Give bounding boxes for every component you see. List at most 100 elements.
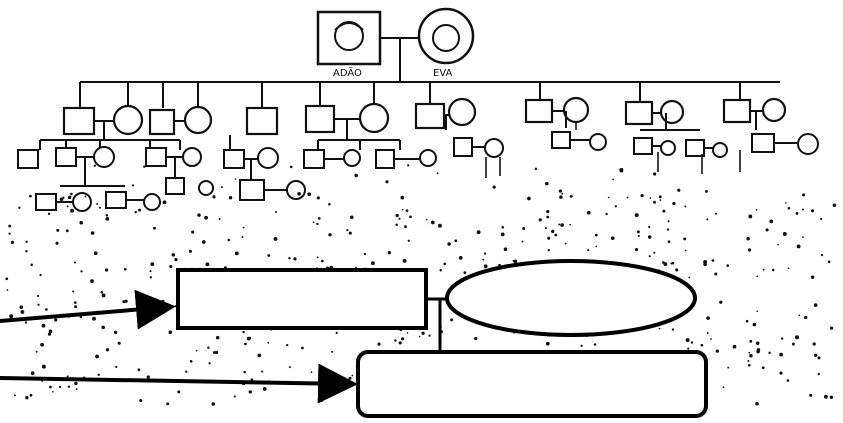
descendant-dot xyxy=(798,315,800,317)
descendant-dot xyxy=(42,365,46,369)
descendant-dot xyxy=(706,218,708,220)
descendant-dot xyxy=(143,166,145,168)
descendant-dot xyxy=(48,213,50,215)
generation-3 xyxy=(36,178,305,211)
descendant-dot xyxy=(421,332,424,335)
descendant-dot xyxy=(62,197,64,199)
person-answer-box[interactable] xyxy=(178,270,426,328)
descendant-dot xyxy=(105,268,108,271)
descendant-dot xyxy=(401,337,404,340)
descendant-dot xyxy=(748,364,751,367)
root-couple: ADÃO EVA xyxy=(318,9,473,82)
spouse-answer-oval[interactable] xyxy=(447,261,695,335)
person-circle xyxy=(713,143,727,157)
descendant-dot xyxy=(688,277,690,279)
person-circle xyxy=(763,99,785,121)
descendant-dot xyxy=(90,279,94,283)
descendant-dot xyxy=(659,195,662,198)
descendant-dot xyxy=(809,394,812,397)
descendant-dot xyxy=(686,338,690,342)
descendant-dot xyxy=(396,214,399,217)
descendant-dot xyxy=(244,343,247,346)
descendant-dot xyxy=(796,212,799,215)
descendant-dot xyxy=(288,257,290,259)
descendant-dot xyxy=(659,328,661,330)
descendant-dot xyxy=(437,172,439,174)
adam-portrait-square xyxy=(318,12,380,64)
descendant-dot xyxy=(482,259,484,261)
child-answer-box[interactable] xyxy=(358,352,706,416)
descendant-dot xyxy=(522,227,525,230)
descendant-dot xyxy=(701,344,704,347)
descendant-dot xyxy=(166,402,169,405)
descendant-dot xyxy=(290,166,293,169)
descendant-dot xyxy=(105,217,109,221)
descendant-dot xyxy=(802,193,805,196)
descendant-dot xyxy=(535,168,537,170)
descendant-dot xyxy=(14,394,16,396)
descendant-dot xyxy=(484,252,486,254)
descendant-dot xyxy=(234,395,236,397)
descendant-dot xyxy=(802,209,804,211)
descendant-dot xyxy=(247,337,251,341)
descendant-dot xyxy=(36,351,38,353)
descendant-dot xyxy=(327,372,329,374)
descendant-dot xyxy=(122,300,125,303)
descendant-dot xyxy=(763,269,765,271)
descendant-dot xyxy=(635,248,638,251)
descendant-dot xyxy=(580,345,582,347)
descendant-dot xyxy=(191,231,194,234)
descendant-dot xyxy=(560,223,564,227)
descendant-dot xyxy=(321,371,323,373)
descendant-dot xyxy=(150,270,152,272)
person-square xyxy=(752,134,774,152)
descendant-dot xyxy=(527,197,531,201)
descendant-dot xyxy=(504,247,508,251)
generation-1-marriages xyxy=(40,111,763,150)
descendant-dot xyxy=(820,218,822,220)
descendant-dot xyxy=(267,342,269,344)
descendant-dot xyxy=(512,260,514,262)
descendant-dot xyxy=(747,360,749,362)
descendant-dot xyxy=(94,251,98,255)
descendant-dot xyxy=(55,242,58,245)
descendant-dot xyxy=(388,251,391,254)
descendant-dot xyxy=(783,232,787,236)
descendant-dot xyxy=(547,237,550,240)
person-square xyxy=(304,150,324,168)
descendant-dot xyxy=(408,240,410,242)
descendant-dot xyxy=(11,241,14,244)
descendant-dot xyxy=(185,371,187,373)
descendant-dot xyxy=(404,225,407,228)
descendant-dot xyxy=(501,233,505,237)
descendant-dot xyxy=(221,186,223,188)
descendant-dot xyxy=(72,291,74,293)
person-circle xyxy=(183,148,201,166)
descendant-dot xyxy=(9,314,13,318)
descendant-dot xyxy=(438,224,442,228)
descendant-dot xyxy=(653,252,655,254)
person-square xyxy=(634,138,652,154)
descendant-dot xyxy=(477,230,481,234)
descendant-dot xyxy=(705,190,708,193)
descendant-dot xyxy=(197,213,201,217)
descendant-dot xyxy=(753,323,757,327)
descendant-dot xyxy=(328,203,331,206)
descendant-dot xyxy=(25,321,27,323)
descendant-dot xyxy=(431,221,435,225)
person-circle xyxy=(661,141,675,155)
descendant-dot xyxy=(68,385,70,387)
descendant-dot xyxy=(768,352,770,354)
descendant-dot xyxy=(7,289,9,291)
descendant-dot xyxy=(124,268,127,271)
person-square xyxy=(18,150,38,168)
descendant-dot xyxy=(672,202,675,205)
descendant-dot xyxy=(399,341,402,344)
descendant-dot xyxy=(802,236,804,238)
descendant-dot xyxy=(8,233,10,235)
descendant-dot xyxy=(59,386,61,388)
descendant-dot xyxy=(42,324,46,328)
descendant-dot xyxy=(115,366,117,368)
descendant-dot xyxy=(37,295,39,297)
